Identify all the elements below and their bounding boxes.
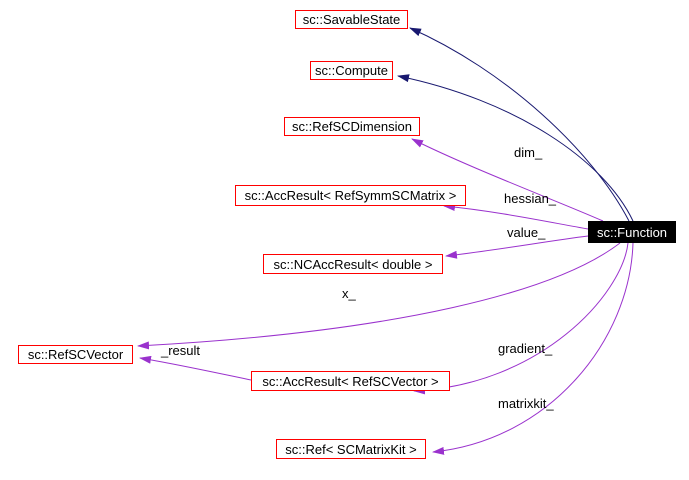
node-sc-ref-scmatrixkit[interactable]: sc::Ref< SCMatrixKit > xyxy=(276,439,426,459)
node-sc-accresult-refscvector[interactable]: sc::AccResult< RefSCVector > xyxy=(251,371,450,391)
edge-usage-x xyxy=(137,242,621,350)
edge-label-x: x_ xyxy=(342,286,356,301)
edge-label-dim: dim_ xyxy=(514,145,543,160)
node-sc-refscdimension[interactable]: sc::RefSCDimension xyxy=(284,117,420,136)
edge-usage-dim xyxy=(411,138,604,222)
edge-usage-gradient xyxy=(413,242,629,395)
edge-label-gradient: gradient_ xyxy=(498,341,553,356)
edge-usage-result xyxy=(139,355,252,381)
node-sc-refscvector[interactable]: sc::RefSCVector xyxy=(18,345,133,364)
edge-inheritance-compute xyxy=(397,74,634,222)
node-sc-function-main: sc::Function xyxy=(588,221,676,243)
edge-usage-matrixkit xyxy=(432,242,634,455)
edge-usage-value xyxy=(445,235,589,259)
edge-label-hessian: hessian_ xyxy=(504,191,557,206)
node-sc-savablestate[interactable]: sc::SavableState xyxy=(295,10,408,29)
node-sc-ncaccresult-double[interactable]: sc::NCAccResult< double > xyxy=(263,254,443,274)
edge-label-matrixkit: matrixkit_ xyxy=(498,396,554,411)
edge-inheritance-savablestate xyxy=(409,27,630,222)
node-sc-compute[interactable]: sc::Compute xyxy=(310,61,393,80)
edge-usage-hessian xyxy=(443,203,589,230)
node-sc-accresult-refsymmscmatrix[interactable]: sc::AccResult< RefSymmSCMatrix > xyxy=(235,185,466,206)
edge-label-value: value_ xyxy=(507,225,546,240)
edge-label-result: _result xyxy=(161,343,201,358)
